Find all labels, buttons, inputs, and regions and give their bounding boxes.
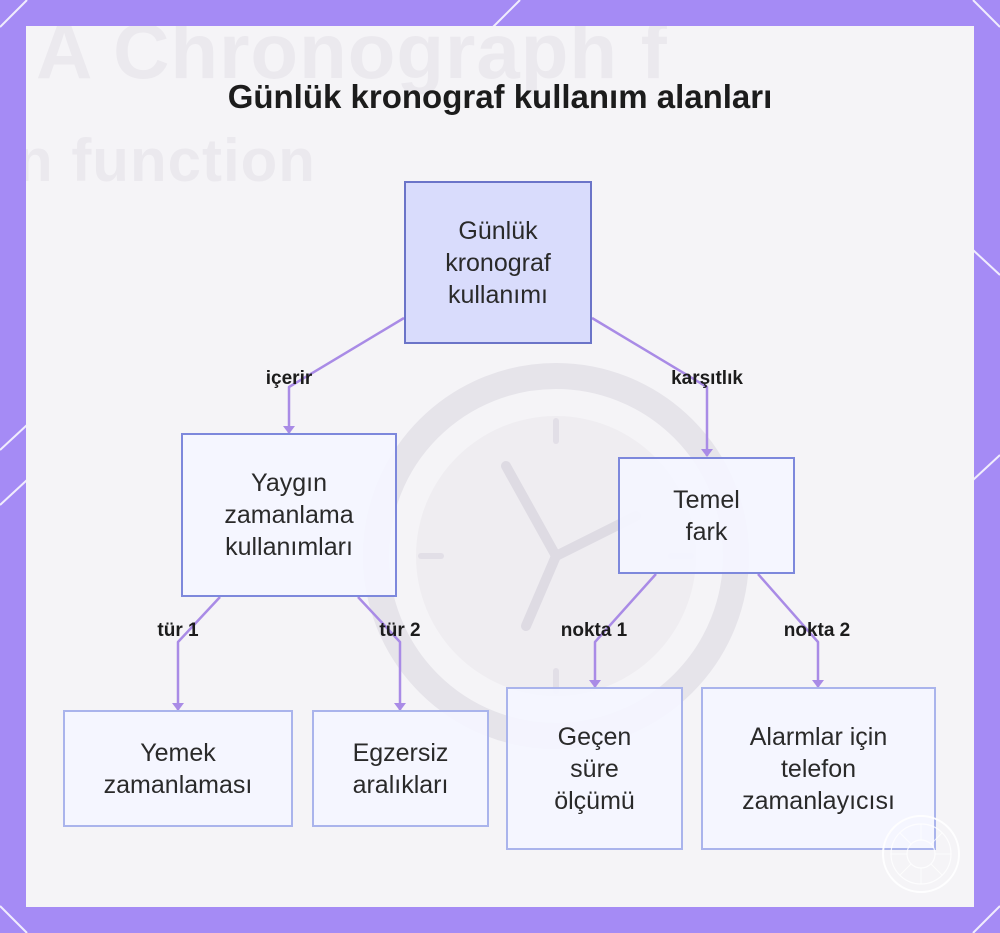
watermark-line-1: A Chronograph f [36, 26, 668, 95]
edge-common-uses-to-meal [176, 596, 221, 710]
node-key-difference: Temel fark [618, 457, 795, 574]
edge-label-point-1: nokta 1 [560, 620, 628, 641]
edge-root-to-common-uses [287, 316, 405, 433]
edge-label-type-1: tür 1 [157, 620, 199, 641]
node-elapsed-time-measurement: Geçen süre ölçümü [506, 687, 683, 850]
edge-label-point-2: nokta 2 [783, 620, 851, 641]
node-label: Günlük kronograf kullanımı [445, 216, 551, 309]
diagram-title: Günlük kronograf kullanım alanları [227, 78, 773, 115]
node-meal-timing: Yemek zamanlaması [63, 710, 293, 827]
node-exercise-intervals: Egzersiz aralıkları [312, 710, 489, 827]
watermark-line-2: n function [26, 127, 316, 194]
edge-key-difference-to-elapsed [593, 573, 657, 687]
seal-logo [882, 815, 960, 893]
edge-common-uses-to-exercise [357, 596, 402, 710]
edge-label-type-2: tür 2 [379, 620, 421, 641]
node-label: Yaygın zamanlama kullanımları [224, 469, 354, 561]
edge-root-to-key-difference [591, 316, 709, 456]
edge-key-difference-to-phone [757, 573, 820, 687]
edge-label-includes: içerir [265, 368, 313, 389]
node-label: Temel fark [673, 485, 740, 546]
node-daily-chronograph-use: Günlük kronograf kullanımı [404, 181, 592, 344]
node-label: Yemek zamanlaması [103, 738, 253, 799]
node-common-timing-uses: Yaygın zamanlama kullanımları [181, 433, 397, 597]
edge-label-contrast: karşıtlık [671, 368, 743, 389]
node-phone-timer-for-alarms: Alarmlar için telefon zamanlayıcısı [701, 687, 936, 850]
node-label: Geçen süre ölçümü [554, 722, 635, 815]
node-label: Egzersiz aralıkları [352, 738, 449, 799]
node-label: Alarmlar için telefon zamanlayıcısı [742, 722, 895, 815]
